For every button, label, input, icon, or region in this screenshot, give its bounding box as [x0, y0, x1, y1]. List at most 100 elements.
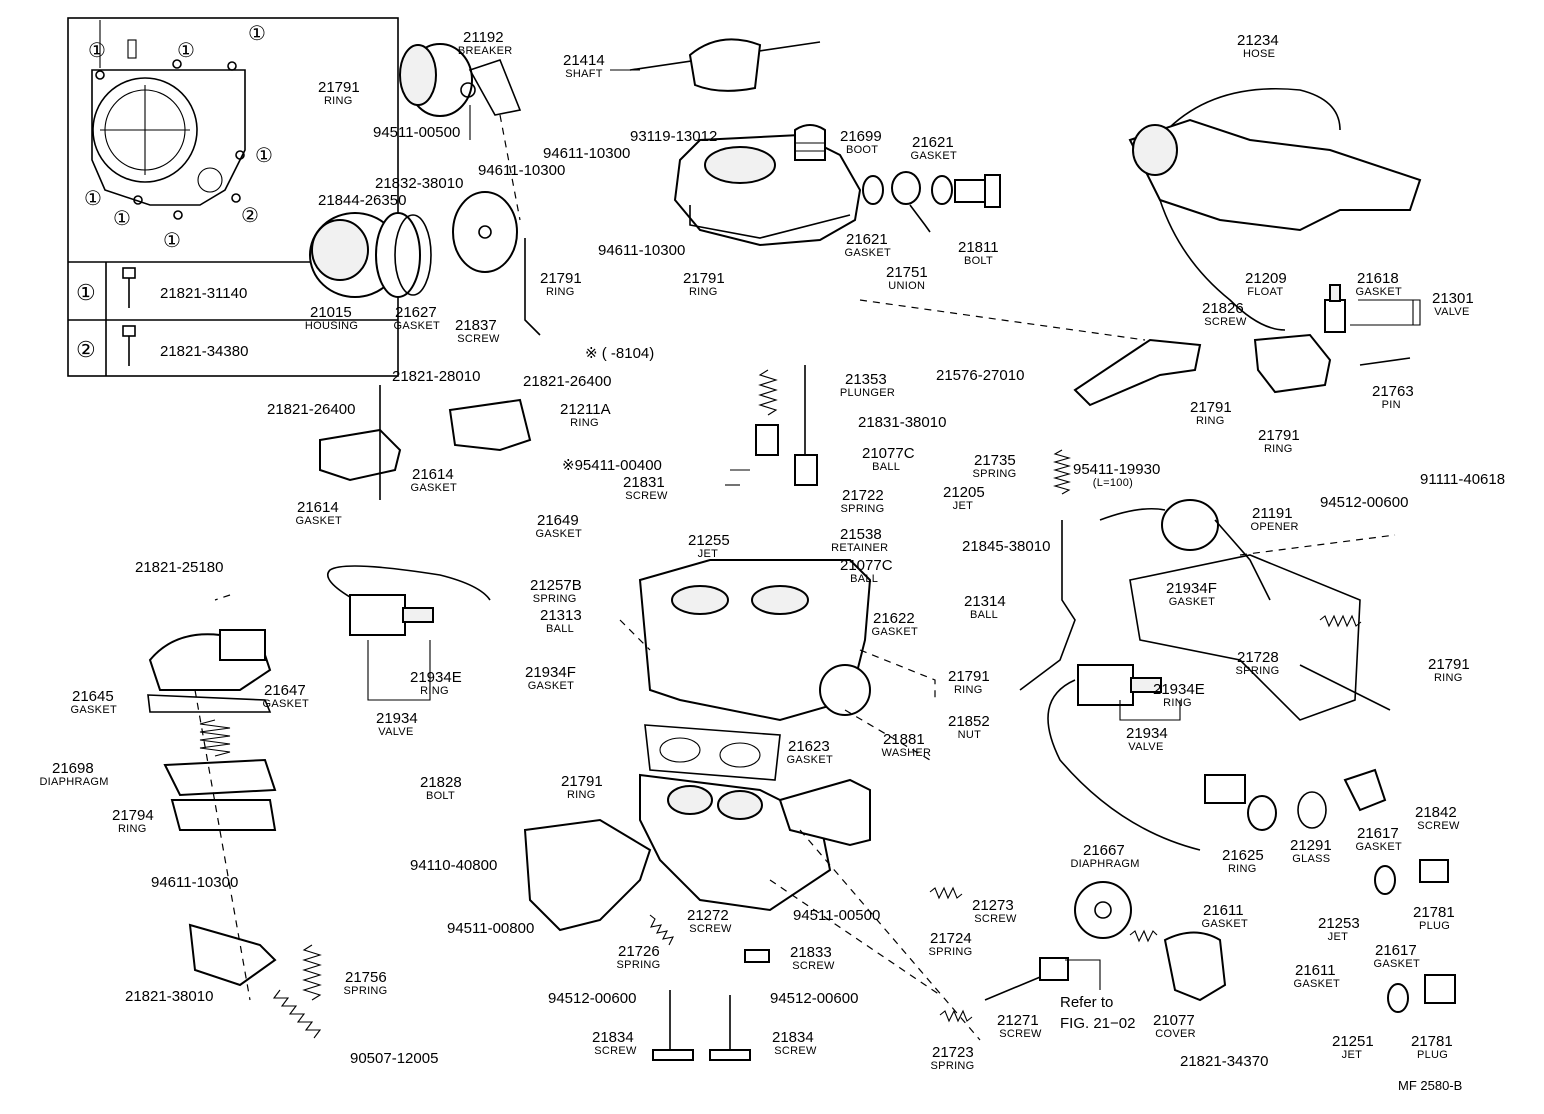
throttle-body-part	[639, 773, 871, 912]
part-callout-labels: 21192BREAKER21791RING94511-0050021414SHA…	[39, 29, 1505, 1072]
part-description: JET	[698, 548, 718, 560]
part-number: 21845-38010	[962, 538, 1050, 555]
part-number: 21934F	[1166, 580, 1217, 597]
part-callout-94611-10300d: 94611-10300	[151, 874, 238, 891]
part-number: 21832-38010	[375, 175, 463, 192]
part-description: RING	[570, 417, 599, 429]
part-number: 90507-12005	[350, 1050, 438, 1067]
part-number: 21821-28010	[392, 368, 480, 385]
part-number: 95411-19930	[1073, 461, 1160, 478]
leader-lines	[367, 69, 1421, 990]
part-description: SPRING	[931, 1060, 975, 1072]
part-description: GASKET	[872, 626, 918, 638]
part-number: 21852	[948, 713, 990, 730]
part-number: 21699	[840, 128, 882, 145]
float-arm-part	[1073, 338, 1202, 407]
bolt-21811-part	[954, 174, 1001, 208]
part-description: GASKET	[296, 515, 342, 527]
part-description: BALL	[970, 609, 998, 621]
part-description: SCREW	[1417, 820, 1460, 832]
part-description: JET	[1342, 1049, 1362, 1061]
part-number: 21313	[540, 607, 582, 624]
part-number: 21353	[845, 371, 887, 388]
part-number: 21934E	[1153, 681, 1205, 698]
part-description: SCREW	[774, 1045, 817, 1057]
legend-row-part-number: 21821-34380	[160, 343, 248, 360]
ring-21625-part	[1247, 795, 1277, 831]
part-number: 94611-10300	[151, 874, 238, 891]
part-callout-21844-26350: 21844-26350	[318, 192, 406, 209]
part-description: GASKET	[1294, 978, 1340, 990]
gasket-21617b-part	[1387, 983, 1409, 1013]
part-description: BALL	[850, 573, 878, 585]
part-number: 21821-26400	[523, 373, 611, 390]
part-callout-95411-00400: ※95411-00400	[562, 457, 662, 474]
part-callout-94511-00500a: 94511-00500	[373, 124, 460, 141]
part-number: 21698	[52, 760, 94, 777]
part-number: 21821-25180	[135, 559, 223, 576]
part-number: 21763	[1372, 383, 1414, 400]
part-description: GASKET	[411, 482, 457, 494]
part-number: 94511-00500	[373, 124, 460, 141]
part-number: 21821-38010	[125, 988, 213, 1005]
part-number: 21645	[72, 688, 114, 705]
part-number: 21881	[883, 731, 925, 748]
refer-line-2: FIG. 21−02	[1060, 1015, 1135, 1032]
part-number: 21811	[958, 239, 999, 256]
screw-21271-part	[984, 957, 1069, 1001]
part-description: HOSE	[1243, 48, 1275, 60]
part-number: 21314	[964, 593, 1006, 610]
part-number: 21077C	[840, 557, 893, 574]
legend-bolt-icon	[122, 325, 136, 366]
part-callout-95411-19930: 95411-19930(L=100)	[1073, 461, 1160, 489]
part-number: 21791	[1190, 399, 1232, 416]
part-number: 21191	[1252, 505, 1293, 522]
part-callout-21821-25180: 21821-25180	[135, 559, 223, 576]
part-description: SPRING	[1236, 665, 1280, 677]
part-description: SCREW	[999, 1028, 1042, 1040]
part-number: 21623	[788, 738, 830, 755]
part-number: 21617	[1357, 825, 1399, 842]
part-description: SPRING	[929, 946, 973, 958]
part-description: GASKET	[1356, 286, 1402, 298]
part-number: 21622	[873, 610, 915, 627]
part-description: RING	[1196, 415, 1225, 427]
part-number: 94110-40800	[410, 857, 497, 874]
screw-21834a-part	[652, 990, 694, 1061]
part-description: SPRING	[617, 959, 661, 971]
part-number: 21621	[912, 134, 954, 151]
air-horn-part	[673, 133, 862, 247]
spring-90507-part	[272, 989, 322, 1039]
part-description: SCREW	[1204, 316, 1247, 328]
part-callout-21821-26400b: 21821-26400	[267, 401, 355, 418]
breaker-assembly	[399, 43, 522, 117]
part-description: SCREW	[792, 960, 835, 972]
part-description: DIAPHRAGM	[39, 776, 108, 788]
part-description: BOLT	[426, 790, 455, 802]
part-number: 21614	[297, 499, 339, 516]
part-number: 21735	[974, 452, 1016, 469]
part-number: 21724	[930, 930, 972, 947]
